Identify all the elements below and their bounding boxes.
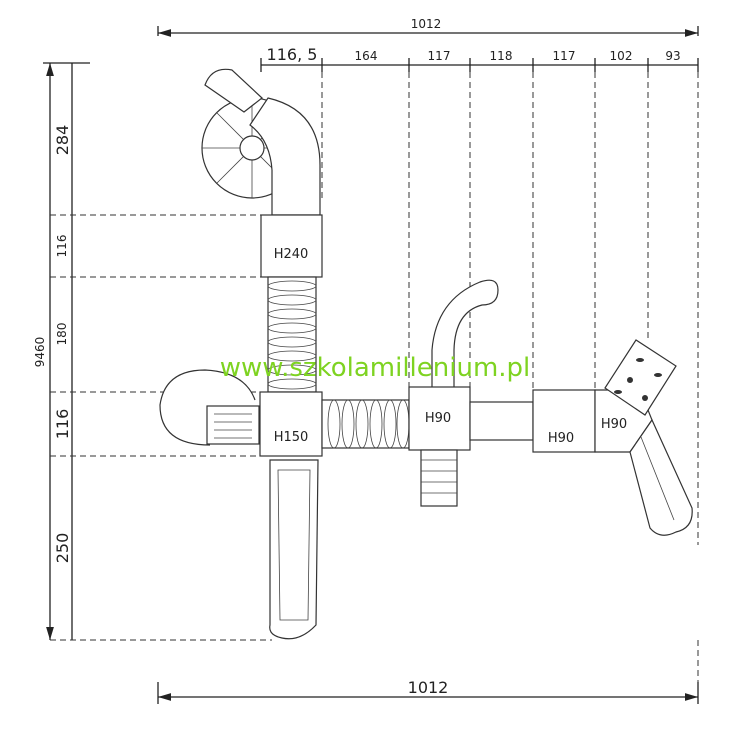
ladder	[420, 449, 458, 507]
top-total-label: 1012	[411, 17, 442, 31]
left-dimensions: 9460 284 116 180 116 250	[33, 62, 90, 640]
segment-label: 117	[553, 49, 576, 63]
tower-label: H90	[425, 411, 451, 426]
tower-h90-mid: H90	[408, 386, 471, 451]
segment-label: 250	[53, 533, 72, 564]
tower-label: H240	[274, 247, 309, 262]
top-segment-dimensions: 116, 5 164 117 118 117 102 93	[260, 45, 699, 72]
bottom-total-dimension: 1012	[157, 678, 699, 704]
bridge	[469, 401, 534, 441]
tower-label: H90	[548, 431, 574, 446]
vertical-tube-tunnel	[267, 276, 317, 393]
double-slide	[629, 418, 693, 536]
bottom-total-label: 1012	[408, 678, 449, 697]
watermark: www.szkolamillenium.pl	[220, 353, 531, 383]
tower-label: H90	[601, 417, 627, 432]
tower-h90-right1: H90	[532, 389, 596, 453]
segment-label: 116	[53, 409, 72, 440]
segment-label: 116, 5	[267, 45, 318, 64]
curved-slide	[431, 279, 499, 389]
segment-label: 164	[355, 49, 378, 63]
straight-slide	[269, 459, 319, 640]
left-spiral-element	[159, 369, 260, 446]
left-total-label: 9460	[33, 337, 47, 368]
segment-label: 93	[665, 49, 680, 63]
segment-label: 284	[53, 125, 72, 156]
segment-label: 102	[610, 49, 633, 63]
horizontal-tube-tunnel	[321, 399, 410, 449]
segment-label: 116	[55, 235, 69, 258]
tower-label: H150	[274, 430, 309, 445]
tower-h240: H240	[260, 214, 323, 278]
guide-lines	[50, 72, 699, 700]
segment-label: 118	[490, 49, 513, 63]
segment-label: 117	[428, 49, 451, 63]
top-total-dimension: 1012	[157, 17, 699, 37]
tower-h150: H150	[259, 391, 323, 457]
spiral-slide	[201, 68, 321, 216]
segment-label: 180	[55, 323, 69, 346]
climbing-wall	[604, 339, 677, 416]
